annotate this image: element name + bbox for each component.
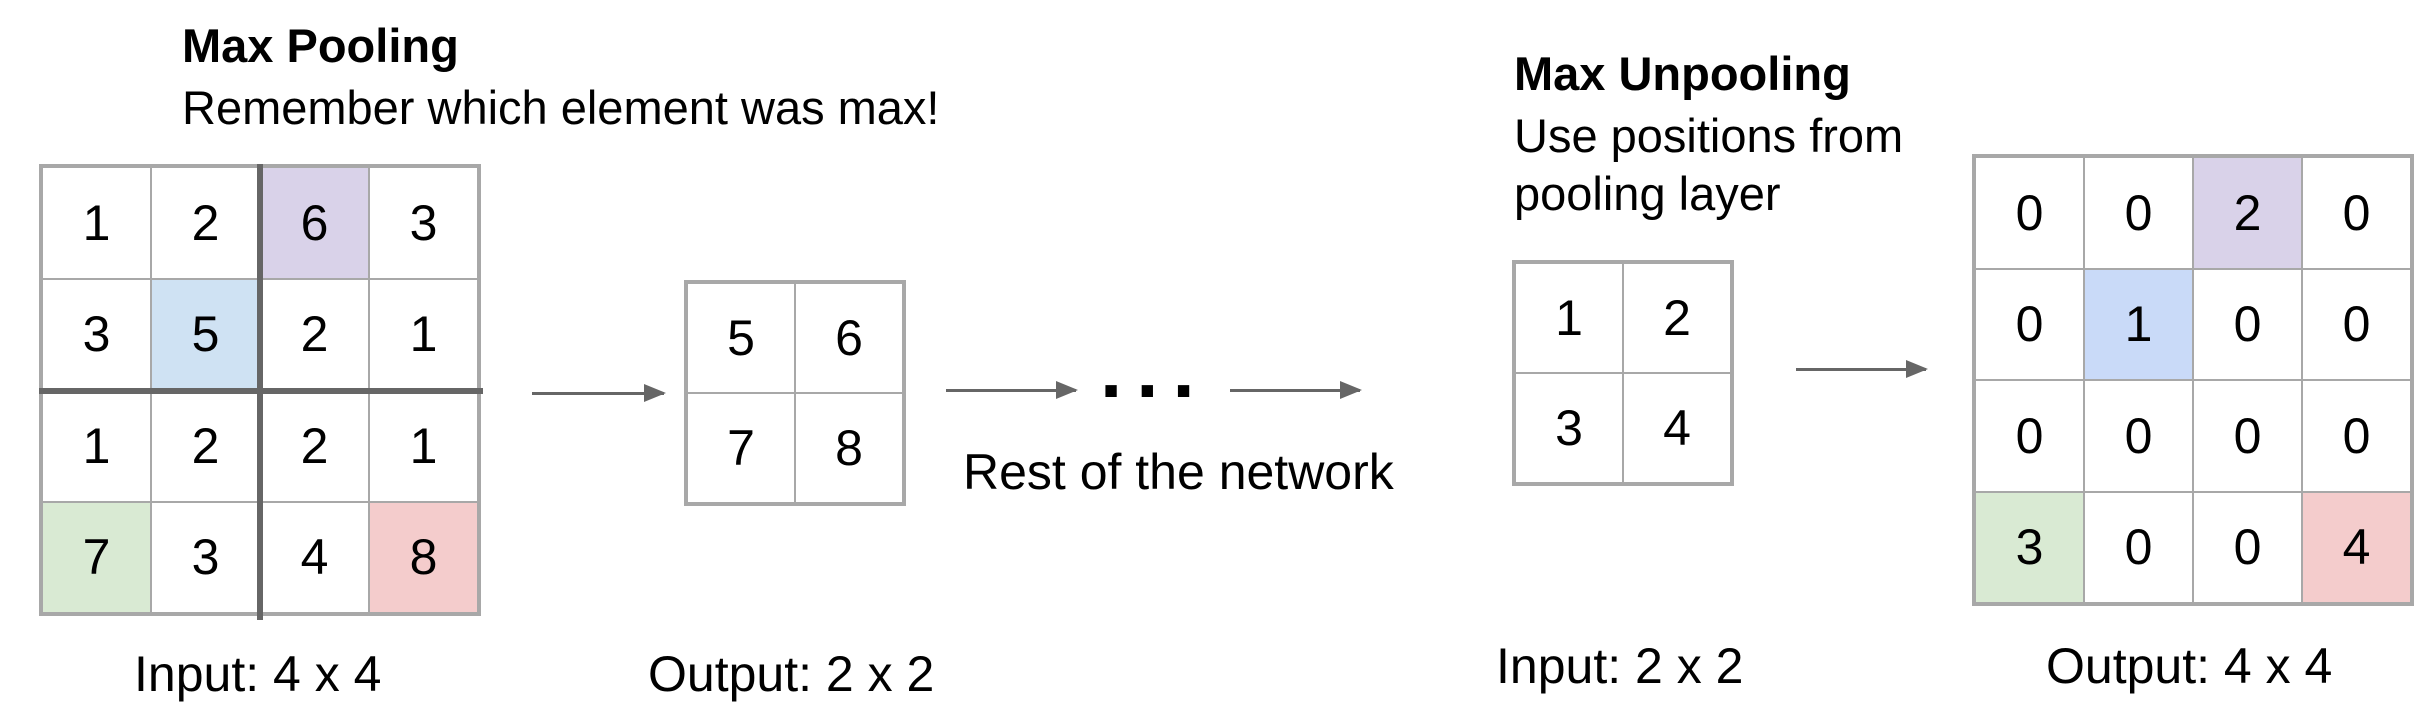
grid-cell: 0 (1975, 157, 2084, 269)
grid-cell: 2 (151, 167, 260, 279)
grid-cell: 5 (687, 283, 795, 393)
grid-cell: 2 (260, 390, 369, 502)
grid-cell: 1 (42, 390, 151, 502)
pooling-input-label: Input: 4 x 4 (134, 646, 382, 702)
grid-cell: 4 (2302, 491, 2411, 603)
grid-cell: 8 (795, 393, 903, 503)
arrow-icon (1230, 381, 1362, 399)
grid-cell: 2 (1623, 263, 1731, 373)
grid-cell: 0 (2302, 157, 2411, 269)
grid-cell: 1 (1515, 263, 1623, 373)
grid-cell: 5 (151, 278, 260, 390)
grid-cell: 0 (2084, 157, 2193, 269)
grid-cell: 1 (42, 167, 151, 279)
arrow-icon (1796, 360, 1928, 378)
ellipsis: ... (1100, 325, 1209, 414)
grid-cell: 1 (369, 390, 478, 502)
grid-cell: 2 (151, 390, 260, 502)
max-pooling-title: Max Pooling (182, 19, 459, 72)
arrow-icon (532, 384, 666, 402)
grid-cell: 0 (2193, 380, 2302, 492)
arrow-icon (946, 381, 1078, 399)
grid-cell: 7 (42, 501, 151, 613)
grid-cell: 2 (260, 278, 369, 390)
unpooling-output-label: Output: 4 x 4 (2046, 638, 2333, 694)
grid-cell: 0 (2084, 380, 2193, 492)
grid-cell: 4 (260, 501, 369, 613)
grid-cell: 0 (1975, 268, 2084, 380)
unpooling-input-label: Input: 2 x 2 (1496, 638, 1744, 694)
grid-cell: 3 (42, 278, 151, 390)
grid-cell: 3 (151, 501, 260, 613)
pooling-region-divider-vertical (257, 164, 263, 620)
grid-cell: 3 (1515, 373, 1623, 483)
max-unpooling-subtitle-line2: pooling layer (1514, 167, 1781, 220)
grid-cell: 0 (2302, 268, 2411, 380)
grid-cell: 2 (2193, 157, 2302, 269)
grid-cell: 0 (2193, 491, 2302, 603)
grid-cell: 1 (369, 278, 478, 390)
grid-cell: 0 (2302, 380, 2411, 492)
max-pooling-subtitle: Remember which element was max! (182, 81, 940, 134)
max-unpooling-subtitle-line1: Use positions from (1514, 109, 1904, 162)
max-unpooling-title: Max Unpooling (1514, 47, 1851, 100)
grid-cell: 3 (1975, 491, 2084, 603)
grid-cell: 0 (2193, 268, 2302, 380)
grid-cell: 6 (260, 167, 369, 279)
grid-cell: 7 (687, 393, 795, 503)
grid-cell: 0 (2084, 491, 2193, 603)
grid-cell: 3 (369, 167, 478, 279)
grid-cell: 6 (795, 283, 903, 393)
rest-of-network-label: Rest of the network (963, 444, 1394, 500)
grid-cell: 0 (1975, 380, 2084, 492)
grid-cell: 1 (2084, 268, 2193, 380)
pooling-output-label: Output: 2 x 2 (648, 646, 935, 702)
grid-cell: 4 (1623, 373, 1731, 483)
grid-cell: 8 (369, 501, 478, 613)
